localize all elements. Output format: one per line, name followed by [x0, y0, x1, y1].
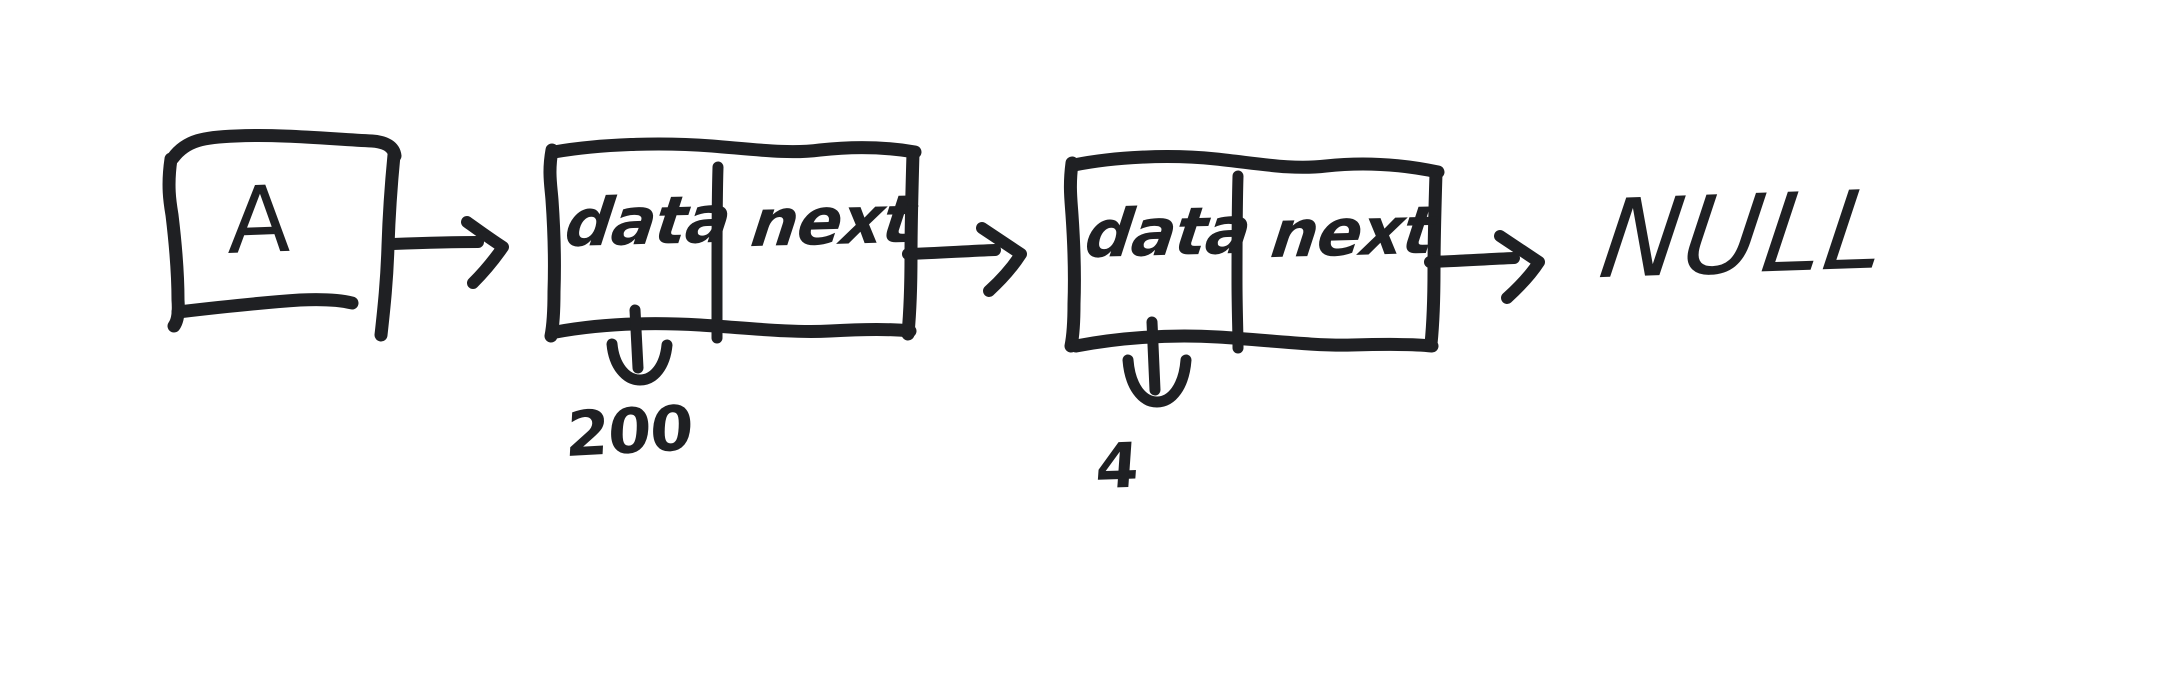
head-pointer-box — [162, 129, 402, 342]
arrow-node-1-to-null — [1424, 230, 1545, 304]
node-0-box — [543, 137, 922, 344]
node-1-value-connector — [1122, 316, 1192, 408]
arrow-node-0-to-node-1 — [902, 222, 1027, 297]
node-0-value-connector — [606, 304, 673, 386]
arrow-head-to-node-0 — [387, 216, 509, 289]
node-1-box — [1063, 150, 1445, 354]
